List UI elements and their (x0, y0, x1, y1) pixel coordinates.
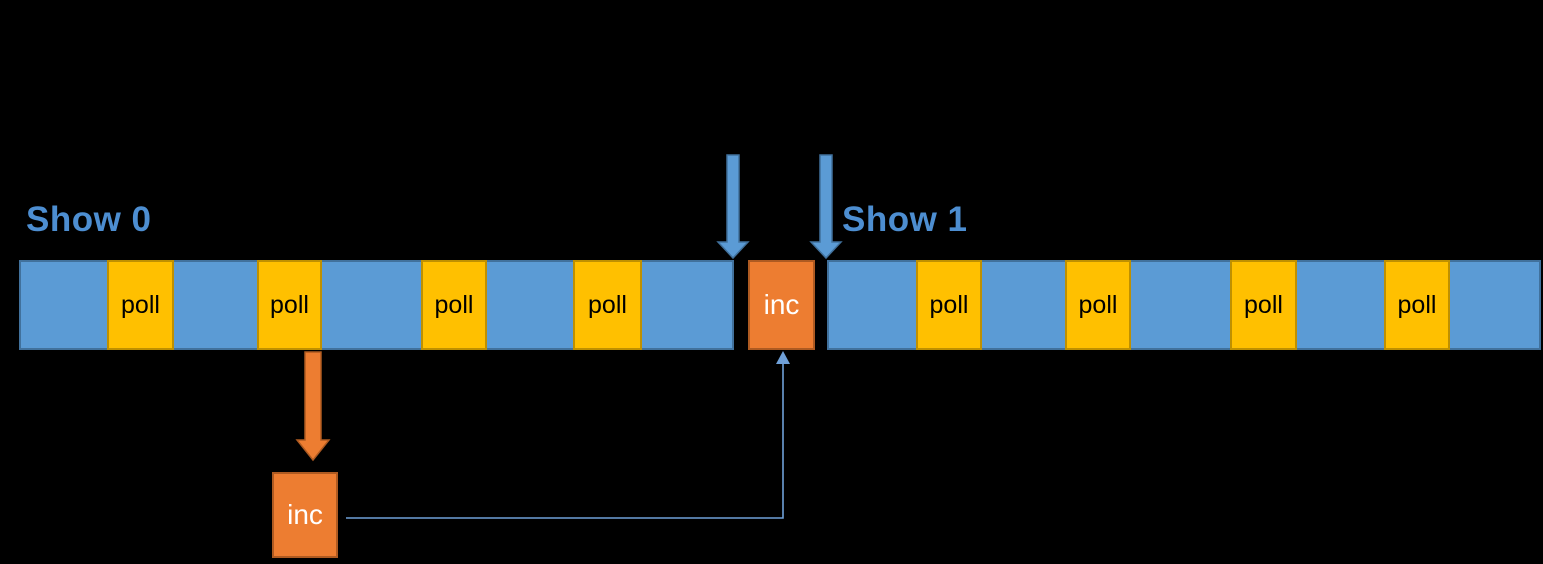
down-arrow-icon (809, 154, 843, 260)
poll-block: poll (573, 260, 642, 350)
poll-block: poll (421, 260, 487, 350)
inc-label: inc (763, 289, 800, 320)
poll-block: poll (1065, 260, 1131, 350)
poll-block: poll (1230, 260, 1297, 350)
show-0-label: Show 0 (26, 200, 152, 239)
up-arrow-icon (776, 351, 790, 364)
show-1-label: Show 1 (842, 200, 968, 239)
poll-block: poll (257, 260, 322, 350)
poll-label: poll (1397, 290, 1437, 319)
poll-block: poll (1384, 260, 1450, 350)
detail-inc-box: inc (272, 472, 338, 558)
poll-label: poll (121, 290, 160, 319)
down-arrow-icon (716, 154, 750, 260)
poll-block: poll (107, 260, 174, 350)
poll-label: poll (588, 290, 627, 319)
poll-label: poll (434, 290, 474, 319)
connector-line (346, 363, 784, 519)
timeline-inc-block: inc (748, 260, 815, 350)
inc-label: inc (287, 499, 323, 530)
poll-label: poll (1244, 290, 1283, 319)
poll-block: poll (916, 260, 982, 350)
poll-label: poll (270, 290, 309, 319)
poll-label: poll (929, 290, 969, 319)
down-arrow-icon (295, 351, 331, 462)
poll-label: poll (1078, 290, 1118, 319)
